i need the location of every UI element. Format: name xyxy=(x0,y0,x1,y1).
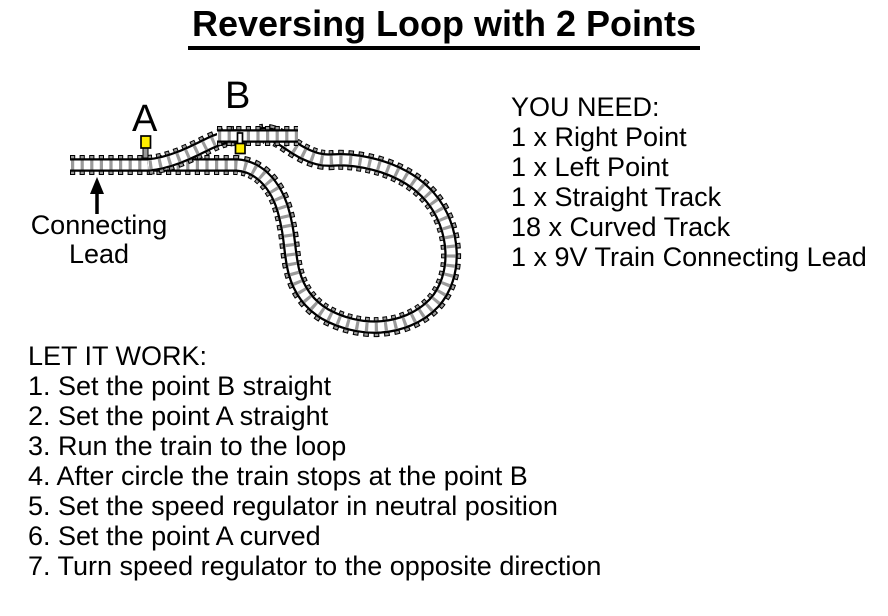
label-point-a: A xyxy=(132,98,158,140)
connecting-lead-label-line2: Lead xyxy=(68,239,130,269)
instruction-step: 3. Run the train to the loop xyxy=(28,431,347,461)
you-need-item: 1 x Right Point xyxy=(511,122,687,152)
instruction-step: 5. Set the speed regulator in neutral po… xyxy=(28,491,558,521)
connecting-lead-label-line1: Connecting xyxy=(30,210,168,240)
label-point-b: B xyxy=(225,75,251,117)
connecting-lead-arrow-icon xyxy=(90,177,104,214)
you-need-heading: YOU NEED: xyxy=(511,92,660,122)
you-need-item: 1 x 9V Train Connecting Lead xyxy=(511,242,867,272)
page-title: Reversing Loop with 2 Points xyxy=(187,3,701,51)
let-it-work-heading: LET IT WORK: xyxy=(28,341,208,371)
you-need-list: YOU NEED: 1 x Right Point 1 x Left Point… xyxy=(511,92,867,272)
instruction-step: 1. Set the point B straight xyxy=(28,371,332,401)
you-need-item: 1 x Straight Track xyxy=(511,182,722,212)
connecting-lead-label: Connecting Lead xyxy=(18,211,180,269)
instruction-step: 4. After circle the train stops at the p… xyxy=(28,461,528,491)
you-need-item: 18 x Curved Track xyxy=(511,212,731,242)
track-diagram xyxy=(0,0,500,345)
you-need-item: 1 x Left Point xyxy=(511,152,669,182)
title-row: Reversing Loop with 2 Points xyxy=(0,3,888,51)
point-b-lever-icon xyxy=(234,132,246,155)
instruction-step: 6. Set the point A curved xyxy=(28,521,321,551)
instruction-step: 2. Set the point A straight xyxy=(28,401,329,431)
instruction-step: 7. Turn speed regulator to the opposite … xyxy=(28,551,602,581)
point-a-lever-icon xyxy=(140,135,152,159)
let-it-work-list: LET IT WORK: 1. Set the point B straight… xyxy=(28,341,601,581)
